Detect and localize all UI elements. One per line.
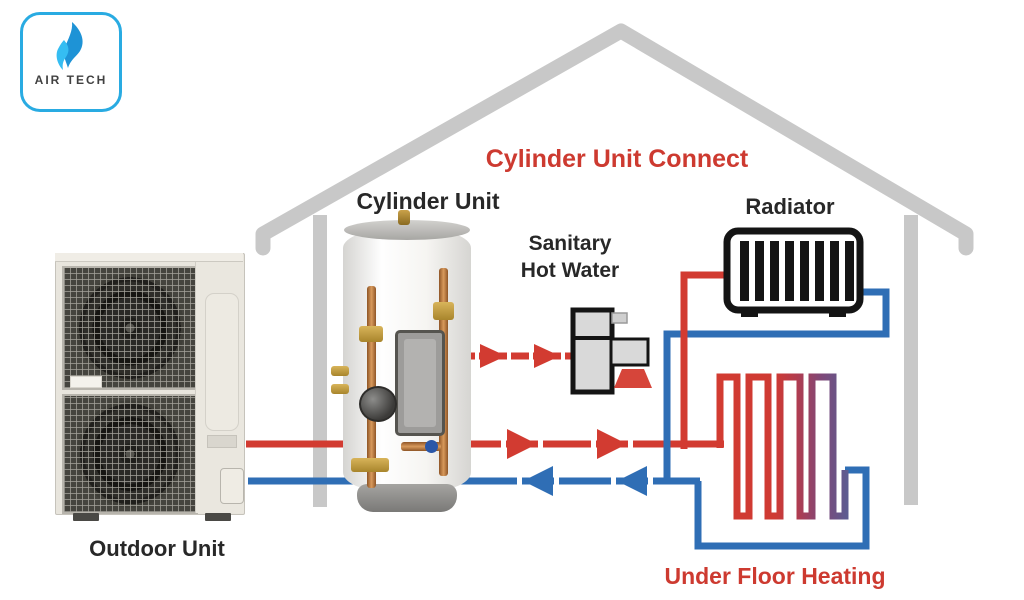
pipes [246, 271, 890, 550]
radiator-label: Radiator [745, 194, 835, 219]
under-floor-heating-coil [716, 373, 849, 520]
circulation-pump [359, 386, 397, 422]
right-wall [904, 215, 918, 505]
rating-label [207, 435, 237, 448]
sanitary-label-line2: Hot Water [520, 259, 620, 282]
radiator-icon [723, 227, 864, 317]
unit-foot [73, 513, 99, 521]
cylinder-unit-photo [331, 206, 471, 512]
unit-foot [205, 513, 231, 521]
radiator-return-pipe [663, 288, 890, 481]
sanitary-label-line1: Sanitary [528, 232, 612, 255]
cylinder-top-cap [344, 220, 470, 240]
brass-fitting [331, 384, 349, 394]
tap-handle [611, 312, 628, 324]
logo-brand-text: AIR TECH [34, 73, 108, 87]
flow-arrows [475, 344, 653, 496]
flow-arrow-right-icon [597, 429, 627, 459]
cylinder-base [357, 484, 457, 512]
fan-grille-bottom [62, 394, 198, 514]
blue-valve-cap [425, 440, 438, 453]
radiator-supply-pipe [680, 271, 729, 449]
outdoor-unit-top-panel [55, 253, 243, 262]
flow-arrow-right-icon [507, 429, 537, 459]
hot-water-spray-icon [614, 369, 652, 388]
sanitary-hot-water-label: Sanitary Hot Water [500, 230, 640, 284]
brass-valve [359, 326, 383, 342]
house-outline [255, 23, 974, 507]
brass-fitting [331, 366, 349, 376]
model-label [70, 376, 102, 388]
tap-spout [609, 337, 650, 367]
flow-arrow-right-icon [534, 344, 560, 368]
fan-grille-top [62, 266, 198, 390]
left-wall [313, 215, 327, 507]
side-panel-inset [205, 293, 239, 431]
flow-arrow-left-icon [523, 466, 553, 496]
roof-outline [255, 23, 974, 256]
brass-manifold [351, 458, 389, 472]
cylinder-top-valve [398, 210, 410, 225]
brass-valve [433, 302, 454, 320]
pipe-connection-plate [220, 468, 244, 504]
flow-arrow-left-icon [617, 466, 647, 496]
outdoor-unit-label: Outdoor Unit [89, 536, 225, 561]
air-tech-logo: AIR TECH [20, 12, 122, 112]
flame-icon [56, 22, 83, 70]
control-panel [395, 330, 445, 436]
under-floor-heating-label: Under Floor Heating [664, 563, 886, 589]
cylinder-unit-label: Cylinder Unit [356, 188, 500, 214]
outdoor-unit-photo [55, 253, 245, 521]
flow-arrow-right-icon [480, 344, 506, 368]
hot-water-tap-icon [570, 307, 652, 395]
diagram-title: Cylinder Unit Connect [485, 145, 749, 173]
copper-pipe [401, 442, 441, 451]
